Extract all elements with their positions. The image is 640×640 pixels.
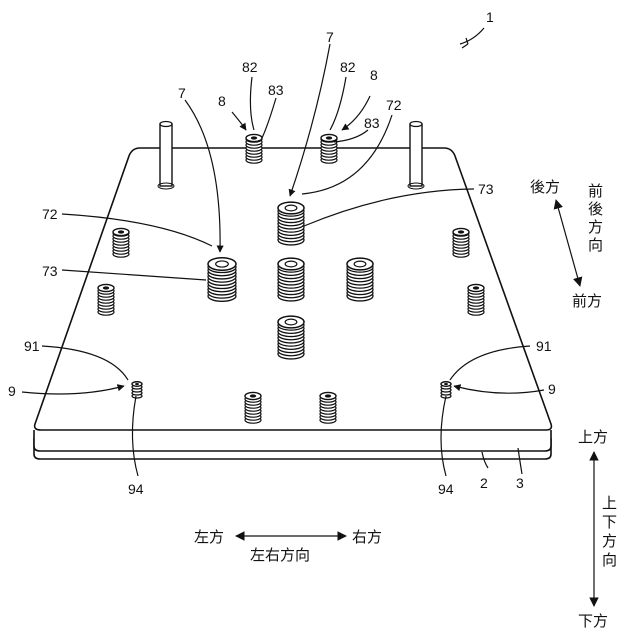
label-left: 左方 <box>194 528 224 546</box>
front-spring-right <box>320 392 336 423</box>
ud-axis-char-2: 下 <box>602 513 617 531</box>
position-pin-9-right <box>441 382 451 398</box>
ref-1: 1 <box>486 9 494 25</box>
front-spring-left <box>245 392 261 423</box>
leader-8a <box>232 112 246 130</box>
support-stack-center-front <box>278 316 304 359</box>
ref-83-left: 83 <box>268 82 284 98</box>
fb-axis-char-4: 向 <box>588 236 603 254</box>
label-right: 右方 <box>352 528 382 546</box>
ref-82-right: 82 <box>340 59 356 75</box>
ref-9-left: 9 <box>8 383 16 399</box>
ud-axis-char-3: 方 <box>602 532 617 550</box>
side-spring-left-rear <box>113 228 129 257</box>
ref-8-left: 8 <box>218 93 226 109</box>
label-rear: 後方 <box>530 178 560 196</box>
ref-73-left: 73 <box>42 263 58 279</box>
label-front: 前方 <box>572 292 602 310</box>
guide-pin <box>158 122 174 190</box>
ref-83-right: 83 <box>364 115 380 131</box>
spring-unit-8-right <box>321 134 337 163</box>
ref-82-left: 82 <box>242 59 258 75</box>
ref-72-left: 72 <box>42 206 58 222</box>
leader-83a <box>262 98 276 138</box>
ref-8-right: 8 <box>370 67 378 83</box>
guide-pin <box>408 122 424 190</box>
side-spring-left-front <box>98 284 114 315</box>
leader-1 <box>460 28 484 44</box>
label-down: 下方 <box>578 612 608 630</box>
label-left-right-axis: 左右方向 <box>250 546 310 564</box>
ud-axis-char-4: 向 <box>602 551 617 569</box>
ref-94-right: 94 <box>438 481 454 497</box>
ud-axis-char-1: 上 <box>602 494 617 512</box>
leader-82a <box>250 77 254 130</box>
position-pin-9-left <box>132 382 142 398</box>
ref-94-left: 94 <box>128 481 144 497</box>
support-stack-right-mid <box>347 258 373 301</box>
side-spring-right-front <box>468 284 484 315</box>
ref-7-right: 7 <box>326 29 334 45</box>
ref-9-right: 9 <box>548 381 556 397</box>
ref-2: 2 <box>480 475 488 491</box>
ref-72-right: 72 <box>386 97 402 113</box>
fb-axis-char-2: 後 <box>588 200 603 218</box>
support-stack-7-left <box>208 258 236 302</box>
label-up: 上方 <box>578 428 608 446</box>
plate-2-edge <box>34 430 551 451</box>
side-spring-right-rear <box>453 228 469 257</box>
ref-3: 3 <box>516 475 524 491</box>
fb-axis-char-1: 前 <box>588 182 603 200</box>
fb-axis-char-3: 方 <box>588 218 603 236</box>
leader-83b <box>334 130 368 142</box>
ref-73-right: 73 <box>478 181 494 197</box>
leader-82b <box>330 77 346 130</box>
front-back-arrow <box>556 200 580 286</box>
support-stack-7-center <box>278 202 304 245</box>
support-stack-center-mid <box>278 258 304 301</box>
spring-unit-8-left <box>246 134 262 163</box>
ref-7-left: 7 <box>178 85 186 101</box>
ref-91-right: 91 <box>536 338 552 354</box>
ref-91-left: 91 <box>24 338 40 354</box>
